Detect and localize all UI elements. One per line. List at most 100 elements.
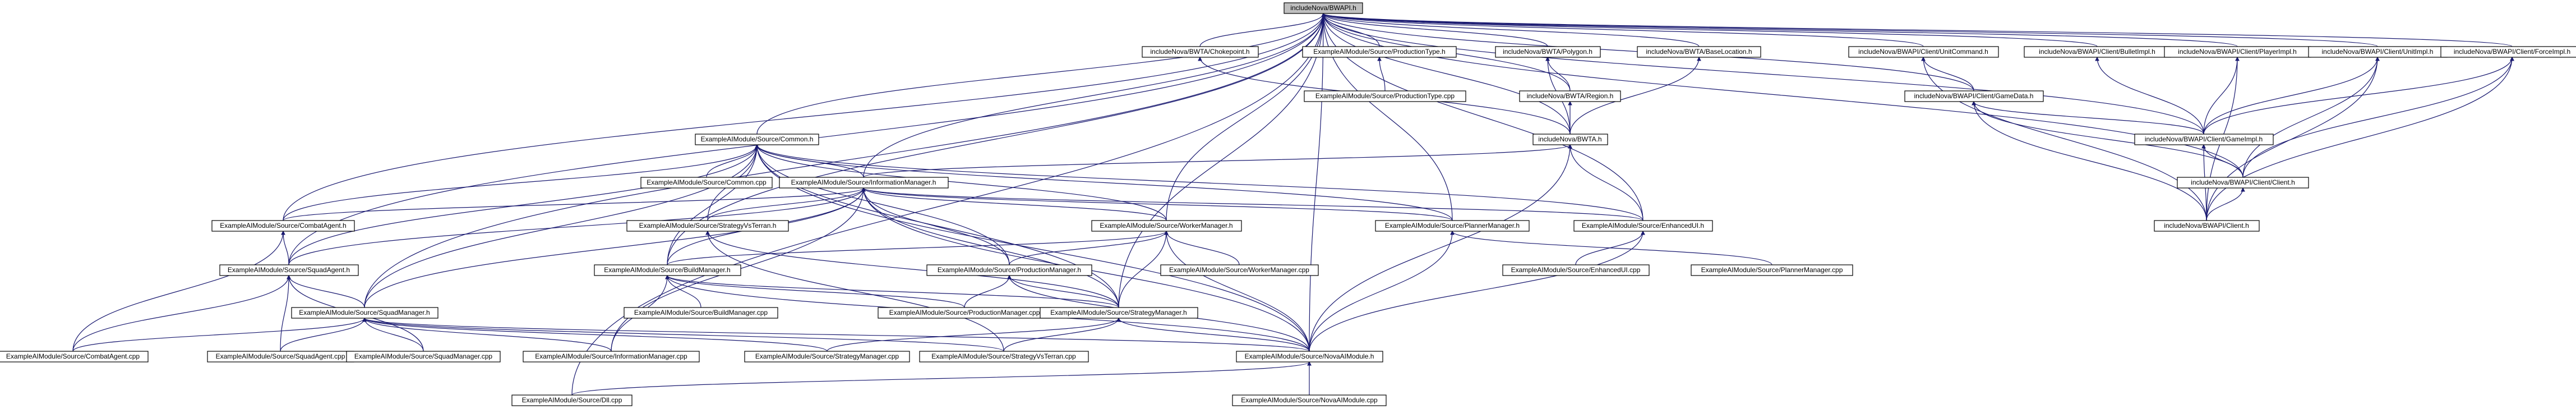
node-exampleaimodule-source-common-cpp[interactable]: ExampleAIModule/Source/Common.cpp bbox=[640, 177, 773, 189]
edge-n26-n31 bbox=[667, 275, 701, 308]
node-includenova-bwta-chokepoint-h[interactable]: includeNova/BWTA/Chokepoint.h bbox=[1142, 46, 1259, 58]
edge-arrowhead bbox=[281, 230, 285, 235]
edge-n0-n41 bbox=[1309, 13, 1324, 352]
edge-n17-n20 bbox=[707, 187, 864, 221]
edge-n13-n25 bbox=[288, 144, 758, 265]
edge-n19-n25 bbox=[283, 231, 289, 265]
node-exampleaimodule-source-enhancedui-cpp[interactable]: ExampleAIModule/Source/EnhancedUI.cpp bbox=[1502, 264, 1650, 276]
edge-n13-n26 bbox=[667, 144, 758, 265]
node-label: includeNova/BWAPI.h bbox=[1290, 4, 1356, 12]
node-includenova-bwta-baselocation-h[interactable]: includeNova/BWTA/BaseLocation.h bbox=[1637, 46, 1761, 58]
edge-arrowhead bbox=[755, 144, 759, 149]
node-includenova-bwta-region-h[interactable]: includeNova/BWTA/Region.h bbox=[1519, 90, 1621, 102]
edge-n0-n15 bbox=[1323, 13, 2204, 135]
edge-arrowhead bbox=[861, 187, 866, 192]
node-includenova-bwapi-client-forceimpl-h[interactable]: includeNova/BWAPI/Client/ForceImpl.h bbox=[2440, 46, 2576, 58]
node-exampleaimodule-source-strategymanager-cpp[interactable]: ExampleAIModule/Source/StrategyManager.c… bbox=[744, 351, 910, 362]
edge-n0-n9 bbox=[1323, 13, 2513, 47]
node-label: ExampleAIModule/Source/CombatAgent.h bbox=[220, 222, 346, 230]
node-exampleaimodule-source-combatagent-cpp[interactable]: ExampleAIModule/Source/CombatAgent.cpp bbox=[0, 351, 149, 362]
node-exampleaimodule-source-informationmanager-cpp[interactable]: ExampleAIModule/Source/InformationManage… bbox=[523, 351, 700, 362]
node-box bbox=[211, 220, 355, 232]
node-label: ExampleAIModule/Source/SquadAgent.h bbox=[228, 266, 350, 274]
node-includenova-bwapi-client-bulletimpl-h[interactable]: includeNova/BWAPI/Client/BulletImpl.h bbox=[2024, 46, 2171, 58]
edge-n14-n41 bbox=[1309, 144, 1571, 352]
node-label: ExampleAIModule/Source/SquadAgent.cpp bbox=[216, 352, 345, 360]
node-exampleaimodule-source-squadmanager-cpp[interactable]: ExampleAIModule/Source/SquadManager.cpp bbox=[346, 351, 501, 362]
node-label: includeNova/BWTA/Polygon.h bbox=[1503, 48, 1592, 56]
edge-arrowhead bbox=[362, 317, 367, 322]
edge-n19-n35 bbox=[72, 231, 284, 352]
edges-layer bbox=[72, 12, 2514, 396]
edge-n0-n42 bbox=[571, 13, 1324, 396]
node-label: ExampleAIModule/Source/Dll.cpp bbox=[522, 396, 622, 404]
node-exampleaimodule-source-productiontype-h[interactable]: ExampleAIModule/Source/ProductionType.h bbox=[1302, 46, 1457, 58]
node-label: includeNova/BWAPI/Client/ForceImpl.h bbox=[2454, 48, 2570, 56]
node-includenova-bwapi-client-client-h[interactable]: includeNova/BWAPI/Client/Client.h bbox=[2177, 177, 2309, 189]
node-label: includeNova/BWAPI/Client/Client.h bbox=[2191, 178, 2295, 186]
node-label: ExampleAIModule/Source/ProductionManager… bbox=[938, 266, 1081, 274]
node-label: ExampleAIModule/Source/InformationManage… bbox=[791, 178, 936, 186]
edge-arrowhead bbox=[1641, 230, 1645, 235]
edge-arrowhead bbox=[1377, 56, 1382, 61]
edge-n26-n34 bbox=[667, 275, 1119, 308]
node-exampleaimodule-source-novaaimodule-h[interactable]: ExampleAIModule/Source/NovaAIModule.h bbox=[1236, 351, 1383, 362]
node-exampleaimodule-source-productiontype-cpp[interactable]: ExampleAIModule/Source/ProductionType.cp… bbox=[1304, 90, 1466, 102]
node-exampleaimodule-source-dll-cpp[interactable]: ExampleAIModule/Source/Dll.cpp bbox=[511, 394, 633, 406]
node-exampleaimodule-source-strategymanager-h[interactable]: ExampleAIModule/Source/StrategyManager.h bbox=[1040, 307, 1198, 319]
edge-n0-n4 bbox=[1323, 13, 1700, 47]
node-box bbox=[2154, 220, 2260, 232]
node-exampleaimodule-source-workermanager-cpp[interactable]: ExampleAIModule/Source/WorkerManager.cpp bbox=[1160, 264, 1319, 276]
node-exampleaimodule-source-productionmanager-h[interactable]: ExampleAIModule/Source/ProductionManager… bbox=[926, 264, 1092, 276]
edge-n0-n34 bbox=[1118, 13, 1324, 308]
edge-n25-n32 bbox=[288, 275, 365, 308]
node-exampleaimodule-source-strategyvsterran-h[interactable]: ExampleAIModule/Source/StrategyVsTerran.… bbox=[626, 220, 789, 232]
edge-n13-n21 bbox=[756, 144, 1167, 221]
edge-arrowhead bbox=[1198, 56, 1202, 61]
node-box bbox=[626, 220, 789, 232]
node-exampleaimodule-source-workermanager-h[interactable]: ExampleAIModule/Source/WorkerManager.h bbox=[1091, 220, 1242, 232]
edge-n13-n41 bbox=[756, 144, 1310, 352]
node-box bbox=[1637, 46, 1761, 58]
nodes-layer: includeNova/BWAPI.h includeNova/BWTA/Chok… bbox=[0, 2, 2576, 406]
node-exampleaimodule-source-squadagent-h[interactable]: ExampleAIModule/Source/SquadAgent.h bbox=[219, 264, 359, 276]
node-exampleaimodule-source-buildmanager-cpp[interactable]: ExampleAIModule/Source/BuildManager.cpp bbox=[624, 307, 778, 319]
node-exampleaimodule-source-strategyvsterran-cpp[interactable]: ExampleAIModule/Source/StrategyVsTerran.… bbox=[919, 351, 1089, 362]
node-exampleaimodule-source-plannermanager-cpp[interactable]: ExampleAIModule/Source/PlannerManager.cp… bbox=[1691, 264, 1853, 276]
node-exampleaimodule-source-informationmanager-h[interactable]: ExampleAIModule/Source/InformationManage… bbox=[779, 177, 949, 189]
edge-n3-n11 bbox=[1547, 57, 1571, 91]
edge-n32-n36 bbox=[280, 318, 365, 352]
node-includenova-bwapi-client-gameimpl-h[interactable]: includeNova/BWAPI/Client/GameImpl.h bbox=[2134, 134, 2274, 145]
node-includenova-bwta-h[interactable]: includeNova/BWTA.h bbox=[1532, 134, 1608, 145]
node-exampleaimodule-source-combatagent-h[interactable]: ExampleAIModule/Source/CombatAgent.h bbox=[211, 220, 355, 232]
node-exampleaimodule-source-productionmanager-cpp[interactable]: ExampleAIModule/Source/ProductionManager… bbox=[878, 307, 1051, 319]
edge-n22-n30 bbox=[1452, 231, 1772, 265]
node-label: ExampleAIModule/Source/NovaAIModule.h bbox=[1245, 352, 1374, 360]
node-label: ExampleAIModule/Source/ProductionManager… bbox=[889, 309, 1040, 316]
node-exampleaimodule-source-common-h[interactable]: ExampleAIModule/Source/Common.h bbox=[695, 134, 819, 145]
node-box bbox=[1142, 46, 1259, 58]
node-includenova-bwta-polygon-h[interactable]: includeNova/BWTA/Polygon.h bbox=[1495, 46, 1601, 58]
edge-n21-n27 bbox=[1009, 231, 1167, 265]
edge-arrowhead bbox=[1164, 230, 1169, 235]
edge-n32-n35 bbox=[72, 318, 365, 352]
node-includenova-bwapi-h[interactable]: includeNova/BWAPI.h bbox=[1284, 2, 1363, 14]
node-box bbox=[640, 177, 773, 189]
edge-n14-n17 bbox=[863, 144, 1571, 178]
node-includenova-bwapi-client-unitcommand-h[interactable]: includeNova/BWAPI/Client/UnitCommand.h bbox=[1848, 46, 1999, 58]
node-exampleaimodule-source-enhancedui-h[interactable]: ExampleAIModule/Source/EnhancedUI.h bbox=[1573, 220, 1713, 232]
node-exampleaimodule-source-buildmanager-h[interactable]: ExampleAIModule/Source/BuildManager.h bbox=[594, 264, 741, 276]
edge-n0-n23 bbox=[1323, 13, 1644, 221]
node-includenova-bwapi-client-unitimpl-h[interactable]: includeNova/BWAPI/Client/UnitImpl.h bbox=[2308, 46, 2448, 58]
node-box bbox=[919, 351, 1089, 362]
node-exampleaimodule-source-squadmanager-h[interactable]: ExampleAIModule/Source/SquadManager.h bbox=[291, 307, 438, 319]
node-includenova-bwapi-client-h[interactable]: includeNova/BWAPI/Client.h bbox=[2154, 220, 2260, 232]
node-exampleaimodule-source-squadagent-cpp[interactable]: ExampleAIModule/Source/SquadAgent.cpp bbox=[207, 351, 354, 362]
node-includenova-bwapi-client-gamedata-h[interactable]: includeNova/BWAPI/Client/GameData.h bbox=[1904, 90, 2044, 102]
edge-n25-n36 bbox=[280, 275, 289, 352]
node-box bbox=[1284, 2, 1363, 14]
node-exampleaimodule-source-plannermanager-h[interactable]: ExampleAIModule/Source/PlannerManager.h bbox=[1375, 220, 1530, 232]
node-exampleaimodule-source-novaaimodule-cpp[interactable]: ExampleAIModule/Source/NovaAIModule.cpp bbox=[1232, 394, 1387, 406]
edge-n9-n18 bbox=[2242, 57, 2513, 178]
node-includenova-bwapi-client-playerimpl-h[interactable]: includeNova/BWAPI/Client/PlayerImpl.h bbox=[2164, 46, 2311, 58]
